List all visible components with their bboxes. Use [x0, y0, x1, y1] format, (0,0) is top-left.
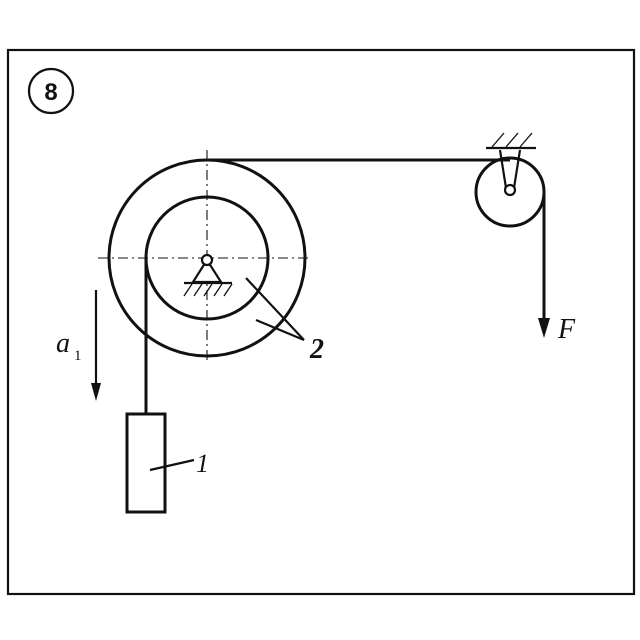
- acceleration-label: a: [56, 328, 70, 359]
- acceleration-arrowhead: [91, 383, 101, 401]
- body-1-label: 1: [196, 449, 209, 478]
- body-2-leader-inner: [245, 277, 305, 341]
- small-fixed-pulley: [474, 132, 546, 228]
- body-2-label: 2: [309, 334, 324, 365]
- force-arrowhead: [538, 318, 550, 338]
- body-1-leader: [149, 458, 195, 472]
- figure-frame: [6, 48, 636, 596]
- pulley-pin-support: [183, 253, 233, 297]
- load-body-1: [125, 412, 167, 514]
- body-2-leader-outer: [255, 318, 305, 342]
- force-label: F: [557, 314, 576, 345]
- acceleration-subscript: 1: [74, 348, 82, 364]
- problem-number: 8: [44, 79, 57, 106]
- problem-number-badge: [27, 67, 75, 115]
